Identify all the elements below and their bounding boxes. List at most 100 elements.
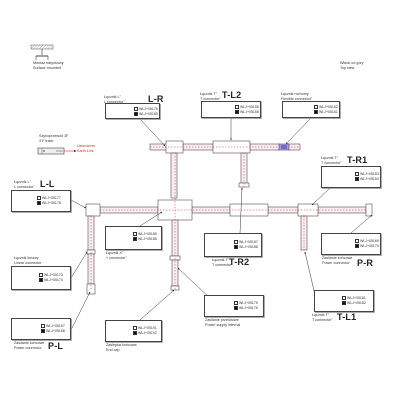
leader-line [70, 199, 87, 209]
white-swatch [41, 324, 45, 328]
black-swatch [235, 110, 239, 114]
lr-label-en: L connector" [104, 100, 125, 104]
cross-part-box: WLJ+05185 WLJ+05186 [105, 226, 162, 250]
black-swatch [355, 244, 359, 248]
leader-line [139, 289, 175, 321]
tl2-label-en: T connector" [200, 97, 221, 101]
tl1-code-black: WLJ+05182 [347, 301, 366, 305]
tl2-part-box: WLJ+05155 WLJ+05158 [201, 101, 261, 118]
tr1-label-pl: Łącznik T" [321, 156, 339, 160]
internal-part-box: WLJ+05175 WLJ+05176 [204, 295, 264, 317]
white-swatch [235, 105, 239, 109]
black-swatch [39, 278, 43, 282]
tl2-code-white: WLJ+05155 [240, 105, 259, 109]
surface-mount-icon [30, 44, 54, 60]
leader-lines [70, 117, 373, 331]
linear-code-white: WLJ+05173 [44, 273, 63, 277]
leader-line [311, 187, 331, 206]
black-swatch [133, 331, 137, 335]
flex-label-pl: Łącznik ruchomy [281, 92, 309, 96]
white-swatch [355, 239, 359, 243]
tr1-label-en: T connector" [321, 161, 342, 165]
leader-line [304, 251, 316, 296]
ll-part-box: WLJ+05177 WLJ+05178 [11, 190, 71, 212]
pr-part-box: WLJ+05169 WLJ+05170 [321, 233, 381, 255]
pl-code: P-L [48, 341, 64, 351]
black-swatch [355, 177, 359, 181]
white-swatch [134, 107, 138, 111]
white-swatch [355, 172, 359, 176]
cross-code-white: WLJ+05185 [138, 232, 157, 236]
cross-label-pl: Łącznik X" [106, 251, 124, 255]
ll-code-black: WLJ+05178 [42, 201, 61, 205]
lr-code-black: WLJ+05185 [139, 112, 158, 116]
leader-line [177, 267, 213, 301]
tl2-label-pl: Łącznik T" [200, 92, 218, 96]
white-swatch [342, 296, 346, 300]
flex-code-black: WLJ+05161 [319, 110, 338, 114]
tr2-label-en: T connector" [212, 263, 233, 267]
black-swatch [342, 301, 346, 305]
black-swatch [134, 112, 138, 116]
leader-line [70, 251, 88, 279]
black-swatch [41, 329, 45, 333]
lr-code-white: WLJ+05175 [139, 107, 158, 111]
earth-link-label-en: Earth Link [77, 149, 94, 153]
earth-link-label-pl: Uziemienie [77, 144, 96, 148]
tl1-part-box: WLJ+05181 WLJ+05182 [314, 290, 374, 312]
pr-label-en: Power connector [322, 261, 350, 265]
tr2-code: T-R2 [229, 257, 250, 267]
black-swatch [37, 201, 41, 205]
flex-code-white: WLJ+05162 [319, 105, 338, 109]
endcap-part-box: WLJ+05191 WLJ+05192 [105, 320, 162, 342]
flex-joint-core [281, 145, 287, 149]
tl1-code-white: WLJ+05181 [347, 296, 366, 300]
endcap-label-pl: Zaślepka końcowa [106, 343, 137, 347]
endcap-label-en: End cap [106, 348, 120, 352]
internal-label-pl: Zasilanie przelotowe [205, 318, 239, 322]
leader-line [139, 118, 166, 147]
tr2-part-box: WLJ+05187 WLJ+05188 [204, 233, 262, 257]
tl2-code: T-L2 [222, 90, 242, 100]
white-swatch [314, 105, 318, 109]
lr-label-pl: Łącznik L" [104, 95, 121, 99]
track-3f-label-pl: Szynoprzewód 3F [39, 134, 69, 138]
leader-line [70, 291, 91, 331]
endcap-code-black: WLJ+05192 [138, 331, 157, 335]
cross-code-black: WLJ+05186 [138, 237, 157, 241]
tr1-part-box: WLJ+05153 WLJ+05154 [321, 166, 381, 188]
white-swatch [133, 326, 137, 330]
black-swatch [234, 306, 238, 310]
pl-label-pl: Zasilanie końcowe [14, 341, 45, 345]
track-segment [300, 215, 308, 251]
leader-line [285, 117, 312, 145]
pl-code-white: WLJ+05167 [46, 324, 65, 328]
flex-part-box: WLJ+05162 WLJ+05161 [282, 101, 340, 118]
white-swatch [234, 301, 238, 305]
tr1-code: T-R1 [347, 155, 368, 165]
cross-label-en: + connector" [106, 256, 127, 260]
endcap-code-white: WLJ+05191 [138, 326, 157, 330]
pr-code: P-R [357, 258, 374, 268]
leader-line [239, 187, 243, 234]
surface-mount-label-en: Surface mounted [33, 66, 62, 70]
leader-line [139, 211, 163, 227]
ll-code: L-L [40, 179, 55, 189]
surface-mount-label-pl: Montaż natynkowy [33, 61, 64, 65]
track-segment [170, 152, 178, 199]
tl2-code-black: WLJ+05158 [240, 110, 259, 114]
tl1-label-pl: Łącznik T" [312, 313, 330, 317]
top-view-label-en: Top view [340, 66, 355, 70]
black-swatch [234, 245, 238, 249]
tr2-code-white: WLJ+05187 [239, 240, 258, 244]
linear-label-en: Linear connector [14, 261, 42, 265]
linear-label-pl: Łącznik liniowy [14, 256, 39, 260]
track-3f-label-en: 3 F track [39, 139, 54, 143]
earth-link-track [37, 147, 77, 155]
pl-label-en: Power connector [14, 346, 42, 350]
track-segment [87, 215, 95, 251]
lr-code: L-R [148, 94, 164, 104]
tr1-code-white: WLJ+05153 [360, 172, 379, 176]
